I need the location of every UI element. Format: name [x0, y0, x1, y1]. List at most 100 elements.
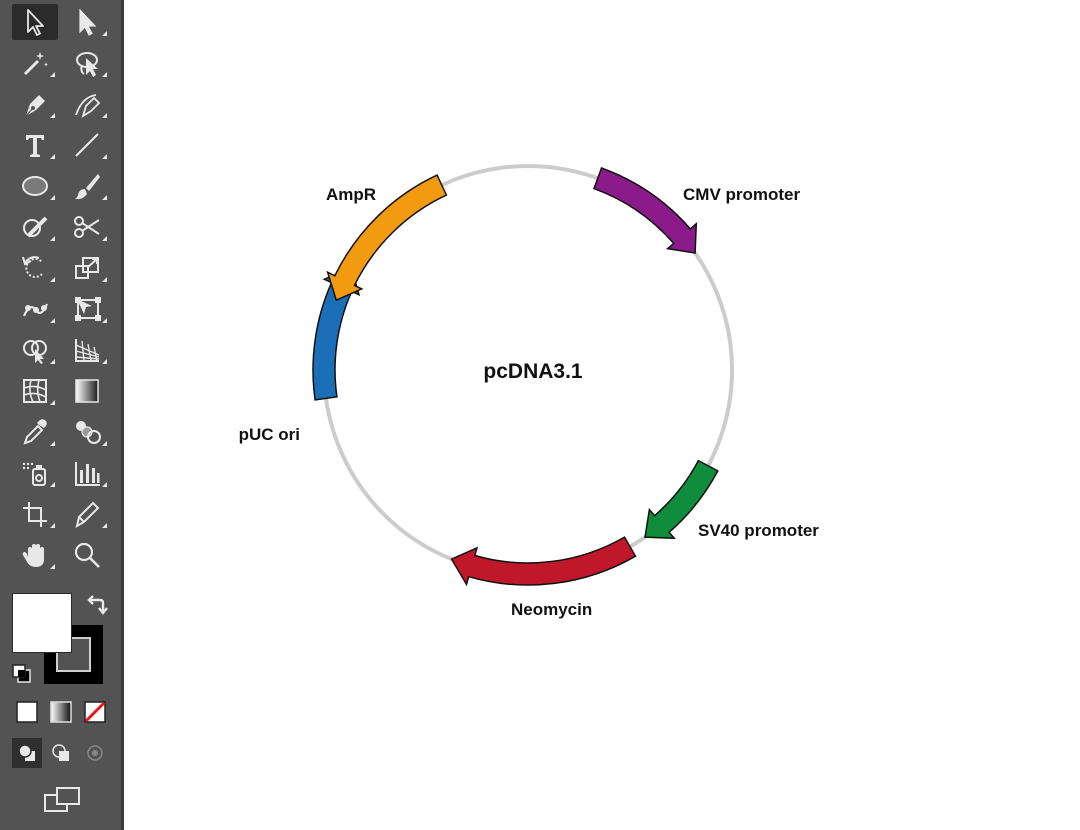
ellipse-tool[interactable]	[12, 168, 58, 204]
tool-row	[12, 4, 112, 40]
flyout-indicator	[102, 523, 107, 528]
flyout-indicator	[50, 400, 55, 405]
change-screen-mode-icon[interactable]	[43, 785, 83, 815]
swap-fill-stroke-icon[interactable]	[86, 594, 108, 616]
paintbrush-tool[interactable]	[64, 168, 110, 204]
gradient-mode-button[interactable]	[46, 697, 76, 727]
default-fill-stroke-icon[interactable]	[12, 664, 32, 684]
selection-arrow-icon	[27, 9, 44, 36]
scale-tool[interactable]	[64, 250, 110, 286]
magic-wand-icon	[23, 52, 48, 76]
flyout-indicator	[102, 277, 107, 282]
feature-label: CMV promoter	[683, 185, 801, 204]
type-tool[interactable]	[12, 127, 58, 163]
lasso-tool[interactable]	[64, 45, 110, 81]
hand-tool[interactable]	[12, 537, 58, 573]
gradient-icon	[75, 379, 99, 403]
flyout-indicator	[102, 359, 107, 364]
shape-builder-icon	[23, 340, 47, 364]
curvature-tool[interactable]	[64, 86, 110, 122]
feature-arrow-ampr[interactable]	[326, 174, 448, 302]
plasmid-name-label: pcDNA3.1	[483, 360, 583, 383]
flyout-indicator	[102, 154, 107, 159]
draw-inside-button[interactable]	[80, 738, 110, 768]
draw-inside-icon	[87, 745, 103, 761]
puppet-warp-tool[interactable]	[12, 291, 58, 327]
scale-icon	[75, 257, 99, 279]
flyout-indicator	[102, 236, 107, 241]
blend-tool[interactable]	[64, 414, 110, 450]
line-segment-tool[interactable]	[64, 127, 110, 163]
feature-arrow-neomycin[interactable]	[450, 536, 637, 587]
symbol-sprayer-tool[interactable]	[12, 455, 58, 491]
tools-panel	[0, 0, 124, 830]
tool-row	[12, 332, 112, 368]
tool-row	[12, 373, 112, 409]
perspective-grid-tool[interactable]	[64, 332, 110, 368]
shaper-icon	[23, 216, 48, 238]
flyout-indicator	[50, 236, 55, 241]
pen-tool[interactable]	[12, 86, 58, 122]
eyedropper-tool[interactable]	[12, 414, 58, 450]
flyout-indicator	[50, 72, 55, 77]
flyout-indicator	[102, 318, 107, 323]
feature-arrow-sv40-promoter[interactable]	[644, 459, 719, 540]
flyout-indicator	[50, 482, 55, 487]
flyout-indicator	[50, 154, 55, 159]
tool-row	[12, 168, 112, 204]
draw-behind-button[interactable]	[46, 738, 76, 768]
flyout-indicator	[102, 195, 107, 200]
slice-tool[interactable]	[64, 496, 110, 532]
lasso-icon	[76, 52, 98, 77]
magic-wand-tool[interactable]	[12, 45, 58, 81]
shaper-tool[interactable]	[12, 209, 58, 245]
hand-icon	[22, 544, 44, 567]
scissors-tool[interactable]	[64, 209, 110, 245]
column-graph-icon	[75, 462, 100, 486]
feature-label: SV40 promoter	[698, 521, 819, 540]
zoom-tool[interactable]	[64, 537, 110, 573]
artboard-icon	[23, 502, 47, 527]
none-icon	[84, 701, 106, 723]
selection-tool[interactable]	[12, 4, 58, 40]
symbol-sprayer-icon	[22, 462, 46, 486]
direct-selection-tool[interactable]	[64, 4, 110, 40]
feature-label: pUC ori	[239, 425, 300, 444]
pen-icon	[25, 95, 45, 117]
tool-row	[12, 291, 112, 327]
direct-selection-arrow-icon	[79, 8, 97, 36]
tool-row	[12, 209, 112, 245]
gradient-tool[interactable]	[64, 373, 110, 409]
type-icon	[26, 135, 44, 157]
shape-builder-tool[interactable]	[12, 332, 58, 368]
rotate-tool[interactable]	[12, 250, 58, 286]
puppet-warp-icon	[22, 303, 49, 317]
column-graph-tool[interactable]	[64, 455, 110, 491]
flyout-indicator	[50, 523, 55, 528]
draw-behind-icon	[52, 744, 69, 761]
color-mode-button[interactable]	[12, 697, 42, 727]
free-transform-tool[interactable]	[64, 291, 110, 327]
artboard-tool[interactable]	[12, 496, 58, 532]
mesh-icon	[23, 379, 47, 403]
flyout-indicator	[50, 359, 55, 364]
feature-label: AmpR	[326, 185, 376, 204]
flyout-indicator	[50, 441, 55, 446]
draw-normal-button[interactable]	[12, 738, 42, 768]
ellipse-icon	[22, 176, 48, 196]
flyout-indicator	[50, 195, 55, 200]
free-transform-icon	[75, 297, 101, 321]
none-mode-button[interactable]	[80, 697, 110, 727]
rotate-icon	[22, 256, 43, 278]
flyout-indicator	[102, 72, 107, 77]
feature-arrow-cmv-promoter[interactable]	[593, 167, 698, 254]
tool-row	[12, 86, 112, 122]
fill-swatch[interactable]	[12, 593, 72, 653]
flyout-indicator	[102, 482, 107, 487]
mesh-tool[interactable]	[12, 373, 58, 409]
tool-row	[12, 455, 112, 491]
flyout-indicator	[102, 441, 107, 446]
line-icon	[75, 133, 99, 157]
